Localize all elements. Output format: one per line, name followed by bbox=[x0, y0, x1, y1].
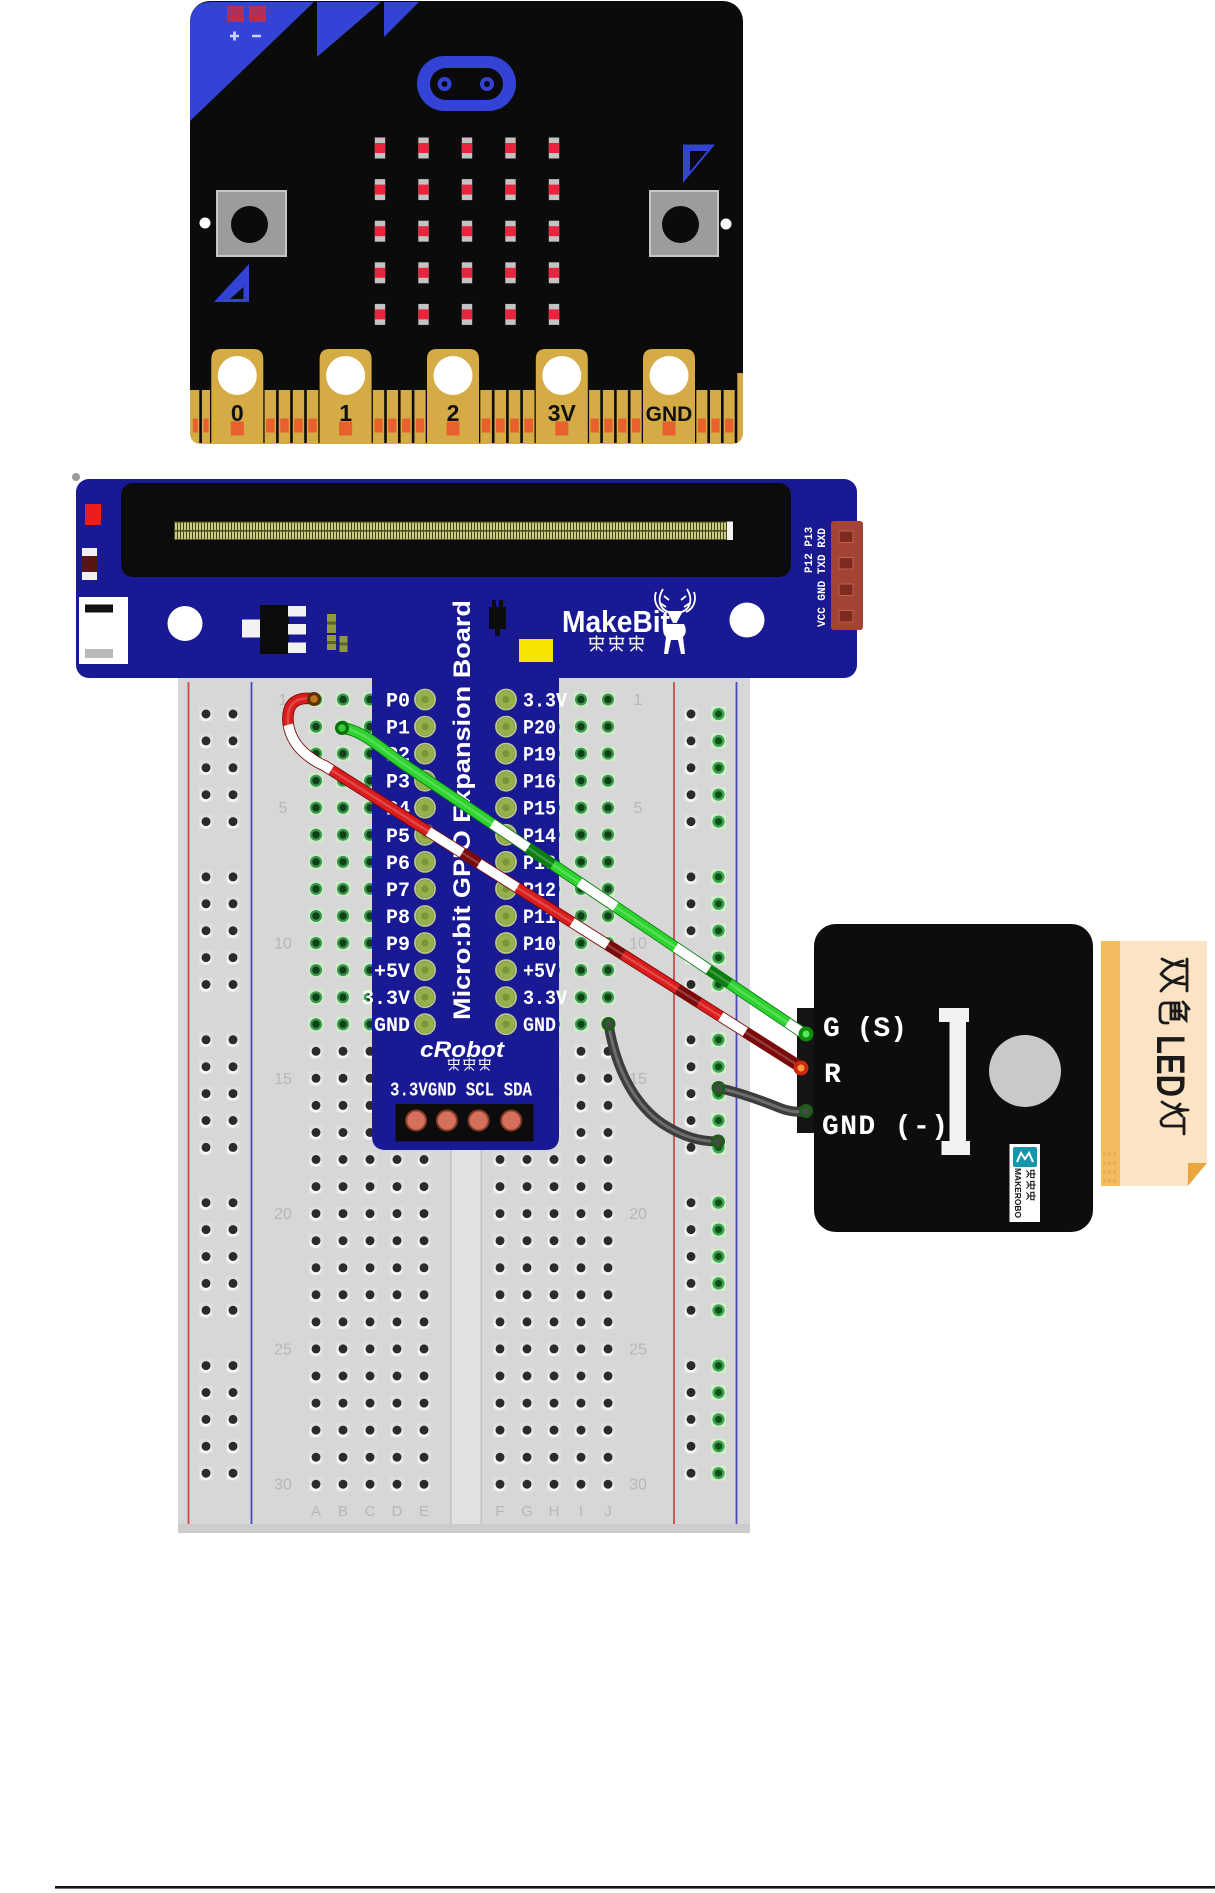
svg-text:cRobot: cRobot bbox=[420, 1037, 506, 1062]
svg-text:3V: 3V bbox=[548, 400, 577, 426]
svg-text:3.3V: 3.3V bbox=[523, 691, 567, 714]
svg-text:P20: P20 bbox=[523, 718, 556, 741]
svg-text:+5V: +5V bbox=[374, 961, 410, 984]
svg-text:25: 25 bbox=[629, 1341, 647, 1358]
svg-text:E: E bbox=[419, 1503, 429, 1520]
svg-text:F: F bbox=[495, 1503, 504, 1520]
svg-text:15: 15 bbox=[629, 1071, 647, 1088]
svg-text:2: 2 bbox=[447, 400, 460, 426]
svg-text:20: 20 bbox=[629, 1206, 647, 1223]
svg-text:P9: P9 bbox=[386, 934, 410, 957]
svg-text:P16: P16 bbox=[523, 772, 556, 795]
svg-text:P6: P6 bbox=[386, 853, 410, 876]
svg-text:R: R bbox=[824, 1060, 841, 1091]
svg-text:P7: P7 bbox=[386, 880, 410, 903]
svg-text:VCC GND TXD RXD: VCC GND TXD RXD bbox=[817, 528, 829, 627]
svg-text:P10: P10 bbox=[523, 934, 556, 957]
svg-text:GND: GND bbox=[374, 1015, 410, 1038]
svg-text:3.3VGND SCL SDA: 3.3VGND SCL SDA bbox=[390, 1080, 532, 1102]
svg-text:I: I bbox=[579, 1503, 583, 1520]
svg-text:MakeBit: MakeBit bbox=[562, 604, 670, 639]
svg-text:15: 15 bbox=[274, 1071, 292, 1088]
svg-text:5: 5 bbox=[634, 800, 643, 817]
svg-text:25: 25 bbox=[274, 1341, 292, 1358]
svg-text:30: 30 bbox=[629, 1477, 647, 1494]
svg-text:1: 1 bbox=[634, 692, 643, 709]
svg-text:LED: LED bbox=[1148, 1035, 1192, 1097]
svg-text:G: G bbox=[521, 1503, 533, 1520]
svg-text:30: 30 bbox=[274, 1477, 292, 1494]
svg-text:P0: P0 bbox=[386, 691, 410, 714]
svg-text:GND (-): GND (-) bbox=[822, 1112, 948, 1143]
svg-text:10: 10 bbox=[274, 936, 292, 953]
svg-text:+5V: +5V bbox=[523, 961, 556, 984]
svg-text:MAKEROBO: MAKEROBO bbox=[1013, 1168, 1023, 1218]
svg-text:B: B bbox=[338, 1503, 348, 1520]
svg-text:P8: P8 bbox=[386, 907, 410, 930]
svg-text:5: 5 bbox=[279, 800, 288, 817]
svg-text:GND: GND bbox=[523, 1015, 556, 1038]
svg-text:P5: P5 bbox=[386, 826, 410, 849]
svg-text:P19: P19 bbox=[523, 745, 556, 768]
svg-text:20: 20 bbox=[274, 1206, 292, 1223]
svg-text:10: 10 bbox=[629, 936, 647, 953]
svg-text:3.3V: 3.3V bbox=[523, 988, 567, 1011]
svg-text:0: 0 bbox=[231, 400, 244, 426]
svg-text:3.3V: 3.3V bbox=[362, 988, 410, 1011]
svg-text:P14: P14 bbox=[523, 826, 556, 849]
svg-text:P15: P15 bbox=[523, 799, 556, 822]
svg-text:A: A bbox=[311, 1503, 321, 1520]
svg-text:P12 P13: P12 P13 bbox=[804, 526, 816, 573]
svg-text:C: C bbox=[365, 1503, 376, 1520]
svg-text:1: 1 bbox=[339, 400, 352, 426]
svg-text:P3: P3 bbox=[386, 772, 410, 795]
svg-text:P1: P1 bbox=[386, 718, 410, 741]
svg-text:H: H bbox=[549, 1503, 560, 1520]
svg-text:G (S): G (S) bbox=[823, 1014, 907, 1045]
svg-text:GND: GND bbox=[646, 403, 693, 426]
svg-text:D: D bbox=[392, 1503, 403, 1520]
svg-text:1: 1 bbox=[279, 692, 288, 709]
svg-text:J: J bbox=[604, 1503, 612, 1520]
